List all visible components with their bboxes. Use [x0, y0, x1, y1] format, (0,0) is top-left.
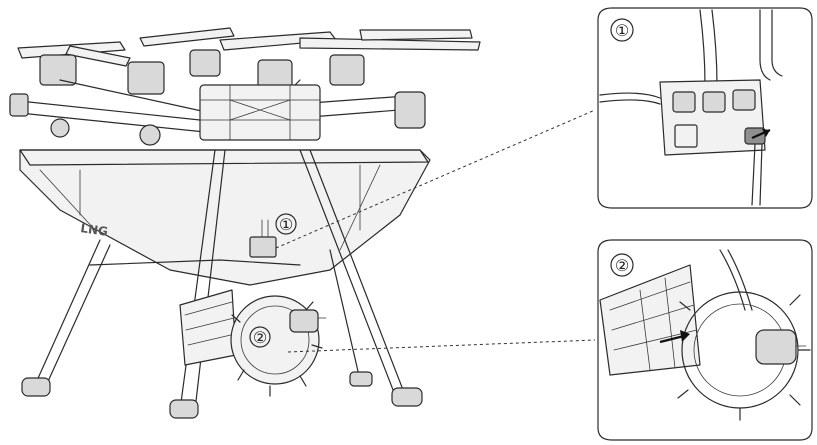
drone-illustration: LNG	[9, 27, 481, 419]
callout-label-1: ①	[279, 215, 293, 234]
arrow-icon	[659, 330, 690, 344]
callout-marker-1: ①	[275, 213, 297, 235]
leader-line-1	[275, 109, 596, 249]
hopper-tank: LNG	[19, 149, 431, 286]
leader-lines	[275, 109, 596, 353]
spreader-motor-detail	[599, 249, 811, 421]
inset-panel-2: ②	[597, 239, 813, 441]
motors	[39, 49, 365, 95]
landing-legs	[21, 149, 423, 419]
arms	[9, 79, 426, 146]
leader-line-2	[287, 339, 596, 353]
propellers	[17, 27, 481, 67]
inset-2-label: ②	[615, 256, 629, 275]
connector-box-detail	[599, 9, 783, 206]
inset-1-label: ①	[615, 21, 629, 40]
inset-panel-1: ①	[597, 7, 813, 209]
callout-marker-2: ②	[249, 326, 271, 348]
callout-label-2: ②	[253, 328, 267, 347]
connector-box	[249, 219, 277, 258]
arrow-icon	[751, 128, 771, 140]
center-frame	[199, 84, 321, 141]
svg-text:LNG: LNG	[80, 221, 109, 239]
spreader-motor	[179, 289, 327, 397]
